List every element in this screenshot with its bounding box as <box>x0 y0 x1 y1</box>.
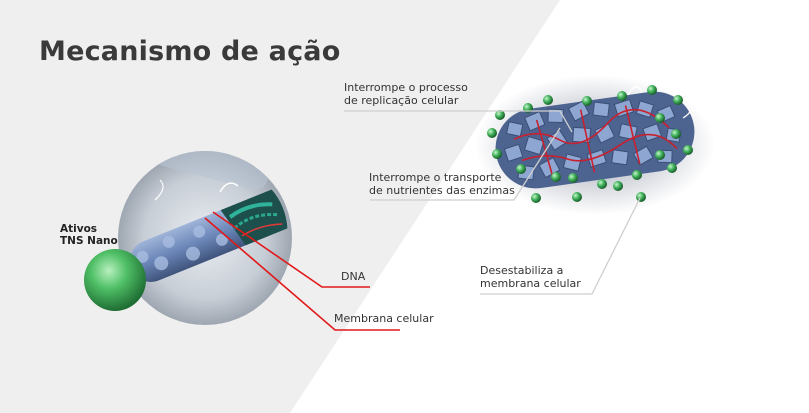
destabilize-pointer <box>480 197 641 295</box>
agent-label-line2: TNS Nano <box>60 235 118 247</box>
transport-label-line2: de nutrientes das enzimas <box>369 184 515 197</box>
magnified-circle <box>118 151 292 325</box>
nanoparticles-small <box>487 85 693 203</box>
transport-pointer <box>370 127 561 201</box>
left-pointer-lines <box>204 211 400 331</box>
right-bacterium <box>495 91 695 189</box>
nanoparticle-large <box>84 249 146 311</box>
right-bacterium-group <box>475 75 715 215</box>
agent-label-line1: Ativos <box>60 223 98 235</box>
membrane-pointer <box>204 217 400 331</box>
transport-label-line1: Interrompe o transporte <box>369 171 502 184</box>
replication-pointer <box>344 110 573 133</box>
dna-label: DNA <box>341 270 366 283</box>
destabilize-label-line2: membrana celular <box>480 277 581 290</box>
page-title: Mecanismo de ação <box>39 36 341 67</box>
dna-pointer <box>212 211 370 288</box>
destabilize-label-line1: Desestabiliza a <box>480 264 564 277</box>
membrane-label: Membrana celular <box>334 312 434 325</box>
left-bacterium <box>129 189 288 283</box>
replication-label-line2: de replicação celular <box>344 94 459 107</box>
right-pointer-lines <box>344 110 641 295</box>
replication-label-line1: Interrompe o processo <box>344 81 468 94</box>
